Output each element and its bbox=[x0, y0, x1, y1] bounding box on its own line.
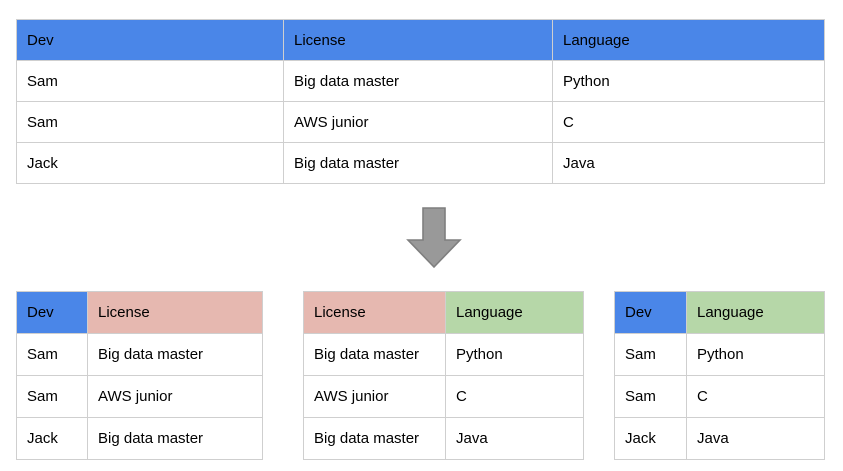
column-header-language: Language bbox=[552, 19, 825, 61]
cell-language: C bbox=[445, 375, 584, 418]
cell-dev: Sam bbox=[16, 101, 284, 143]
cell-dev: Sam bbox=[614, 333, 687, 376]
column-header-license: License bbox=[87, 291, 263, 334]
cell-license: Big data master bbox=[303, 417, 446, 460]
source-table: Dev License Language Sam Big data master… bbox=[16, 19, 825, 184]
cell-license: Big data master bbox=[283, 142, 553, 184]
table-header-row: Dev Language bbox=[614, 291, 825, 334]
table-row: Jack Big data master Java bbox=[16, 142, 825, 184]
table-row: Sam C bbox=[614, 375, 825, 418]
column-header-language: Language bbox=[445, 291, 584, 334]
cell-language: Java bbox=[552, 142, 825, 184]
column-header-dev: Dev bbox=[16, 291, 88, 334]
cell-language: Python bbox=[445, 333, 584, 376]
arrow-down-icon bbox=[406, 207, 462, 269]
result-table-license-language: License Language Big data master Python … bbox=[303, 291, 584, 460]
cell-license: Big data master bbox=[87, 333, 263, 376]
cell-dev: Sam bbox=[614, 375, 687, 418]
table-row: Big data master Java bbox=[303, 417, 584, 460]
cell-dev: Sam bbox=[16, 60, 284, 102]
cell-language: Python bbox=[686, 333, 825, 376]
table-header-row: Dev License bbox=[16, 291, 263, 334]
result-table-dev-language: Dev Language Sam Python Sam C Jack Java bbox=[614, 291, 825, 460]
cell-license: AWS junior bbox=[303, 375, 446, 418]
table-row: Sam Big data master Python bbox=[16, 60, 825, 102]
table-row: Sam AWS junior bbox=[16, 375, 263, 418]
column-header-dev: Dev bbox=[614, 291, 687, 334]
cell-language: Java bbox=[445, 417, 584, 460]
cell-dev: Sam bbox=[16, 333, 88, 376]
column-header-language: Language bbox=[686, 291, 825, 334]
cell-language: C bbox=[552, 101, 825, 143]
table-row: Sam AWS junior C bbox=[16, 101, 825, 143]
table-row: Jack Java bbox=[614, 417, 825, 460]
cell-language: C bbox=[686, 375, 825, 418]
cell-license: AWS junior bbox=[283, 101, 553, 143]
cell-license: Big data master bbox=[283, 60, 553, 102]
column-header-license: License bbox=[283, 19, 553, 61]
cell-license: Big data master bbox=[303, 333, 446, 376]
cell-dev: Sam bbox=[16, 375, 88, 418]
table-row: Big data master Python bbox=[303, 333, 584, 376]
column-header-license: License bbox=[303, 291, 446, 334]
table-row: Sam Big data master bbox=[16, 333, 263, 376]
cell-language: Python bbox=[552, 60, 825, 102]
result-table-dev-license: Dev License Sam Big data master Sam AWS … bbox=[16, 291, 263, 460]
table-row: Sam Python bbox=[614, 333, 825, 376]
cell-dev: Jack bbox=[16, 142, 284, 184]
cell-language: Java bbox=[686, 417, 825, 460]
table-header-row: License Language bbox=[303, 291, 584, 334]
table-header-row: Dev License Language bbox=[16, 19, 825, 61]
table-row: AWS junior C bbox=[303, 375, 584, 418]
cell-dev: Jack bbox=[16, 417, 88, 460]
cell-license: AWS junior bbox=[87, 375, 263, 418]
column-header-dev: Dev bbox=[16, 19, 284, 61]
table-row: Jack Big data master bbox=[16, 417, 263, 460]
cell-license: Big data master bbox=[87, 417, 263, 460]
cell-dev: Jack bbox=[614, 417, 687, 460]
